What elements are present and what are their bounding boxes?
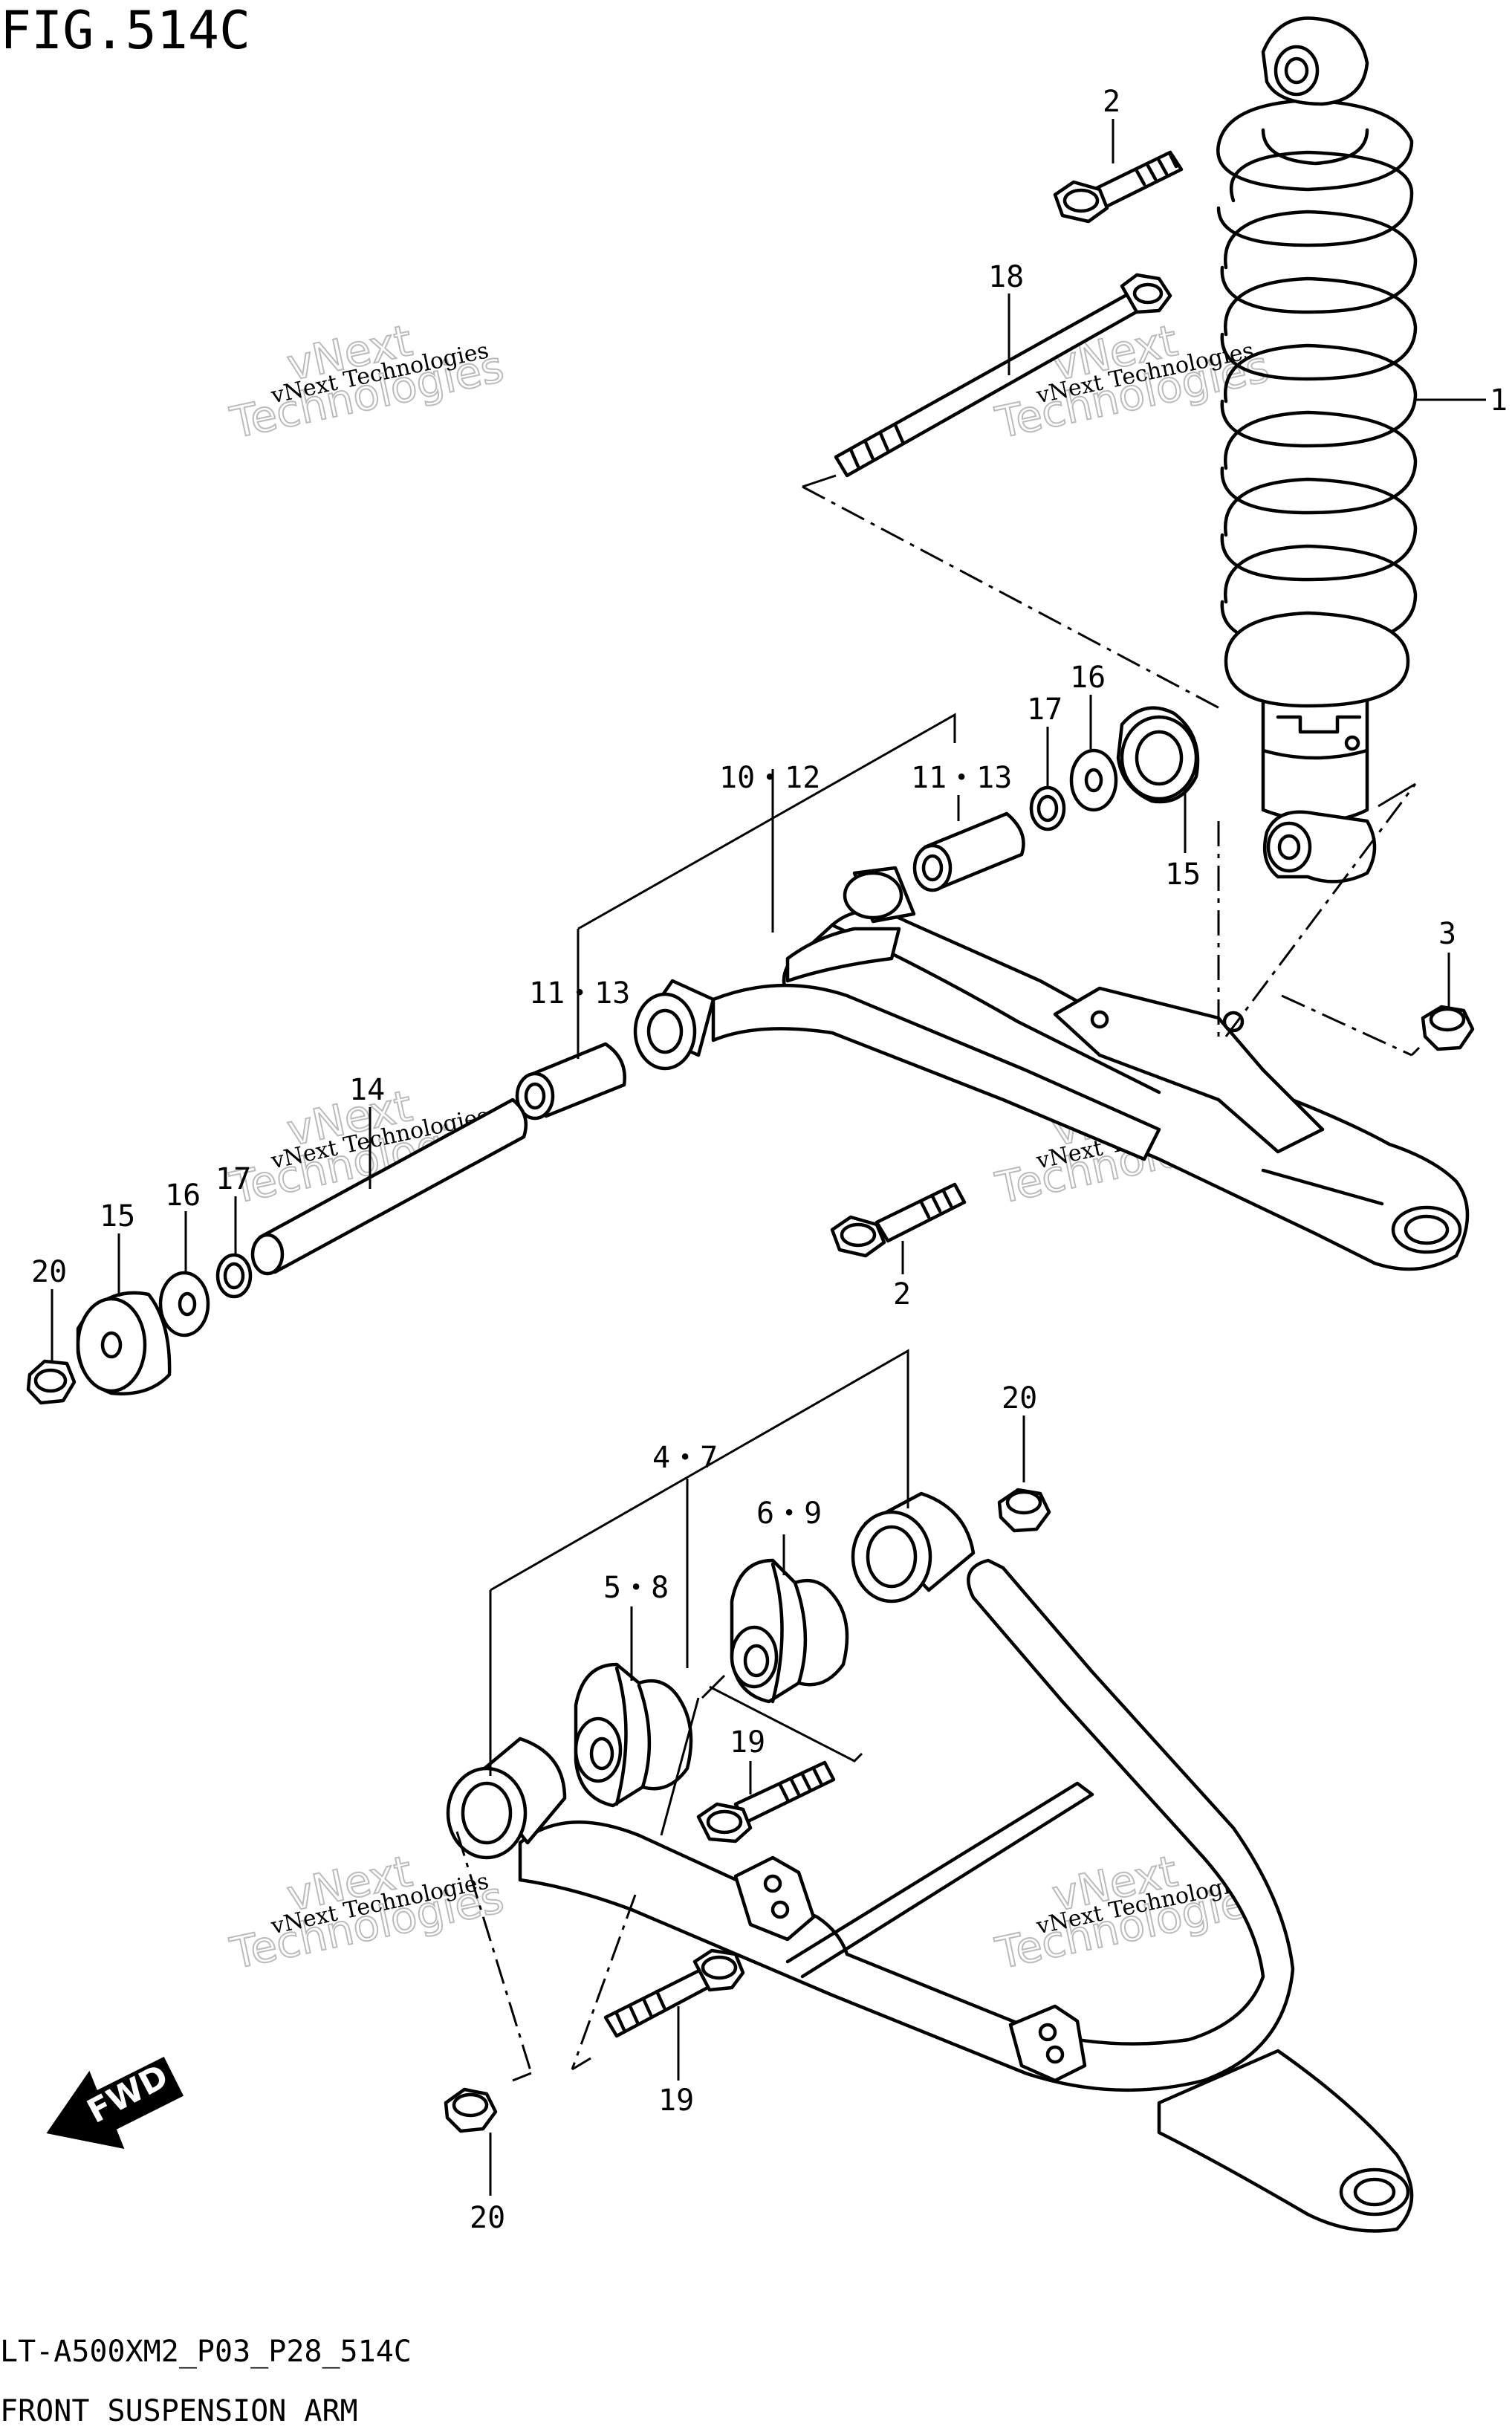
nut-20-bottom — [444, 2087, 498, 2133]
callout-1: 1 — [1490, 383, 1508, 418]
cap-15-left — [76, 1291, 172, 1395]
callout-4-7: 4・7 — [652, 1441, 718, 1475]
callout-20-bottom: 20 — [470, 2201, 505, 2235]
upper-suspension-arm — [633, 866, 1470, 1271]
callout-2-top: 2 — [1103, 85, 1120, 119]
callout-11-13-top: 11・13 — [911, 761, 1012, 795]
nut-20-right — [997, 1488, 1051, 1533]
washer-16-top — [1069, 748, 1118, 812]
lower-suspension-arm — [446, 1491, 1414, 2233]
callout-17-top: 17 — [1027, 693, 1062, 727]
figure-code: LT-A500XM2_P03_P28_514C — [0, 2335, 412, 2369]
callout-20-right: 20 — [1002, 1381, 1037, 1416]
callout-15-top: 15 — [1165, 857, 1201, 892]
shaft-14 — [250, 1097, 528, 1276]
nut-20-left — [26, 1359, 77, 1405]
figure-title: FIG.514C — [0, 0, 250, 61]
bushing-11-13-top — [912, 811, 1025, 892]
callout-15-left: 15 — [100, 1199, 135, 1233]
cap-15-top — [1116, 706, 1200, 804]
bolt-2-bottom — [830, 1182, 967, 1258]
callout-19-bottom: 19 — [658, 2084, 694, 2118]
nut-3 — [1421, 1005, 1475, 1051]
callout-14: 14 — [349, 1073, 385, 1107]
callout-11-13-left: 11・13 — [529, 976, 630, 1011]
fwd-arrow-icon: FWD — [46, 2056, 184, 2150]
callout-16-top: 16 — [1070, 661, 1106, 695]
callout-2-bottom: 2 — [893, 1277, 911, 1311]
callout-10-12: 10・12 — [719, 761, 820, 795]
bushing-6-9 — [730, 1558, 849, 1704]
bolt-2-top — [1053, 150, 1184, 224]
callout-20-left: 20 — [31, 1255, 67, 1289]
seal-17-top — [1029, 785, 1066, 831]
callout-19-top: 19 — [730, 1725, 765, 1760]
callout-17-left: 17 — [215, 1162, 251, 1196]
figure-caption: FRONT SUSPENSION ARM — [0, 2394, 358, 2428]
washer-16-left — [158, 1271, 210, 1337]
callout-3: 3 — [1438, 917, 1456, 951]
bushing-11-13-left — [515, 1042, 626, 1121]
callout-6-9: 6・9 — [756, 1497, 822, 1531]
seal-17-left — [215, 1253, 253, 1299]
callout-18: 18 — [988, 260, 1024, 294]
shock-absorber — [1216, 16, 1418, 883]
watermark-1: vNext Technologies vNext Technologies — [225, 314, 509, 449]
bolt-19-bottom — [603, 1948, 745, 2038]
callout-16-left: 16 — [165, 1178, 201, 1213]
bushing-5-8 — [574, 1662, 693, 1808]
bolt-18 — [834, 273, 1172, 478]
bolt-19-top — [696, 1760, 836, 1844]
callout-5-8: 5・8 — [603, 1571, 669, 1605]
